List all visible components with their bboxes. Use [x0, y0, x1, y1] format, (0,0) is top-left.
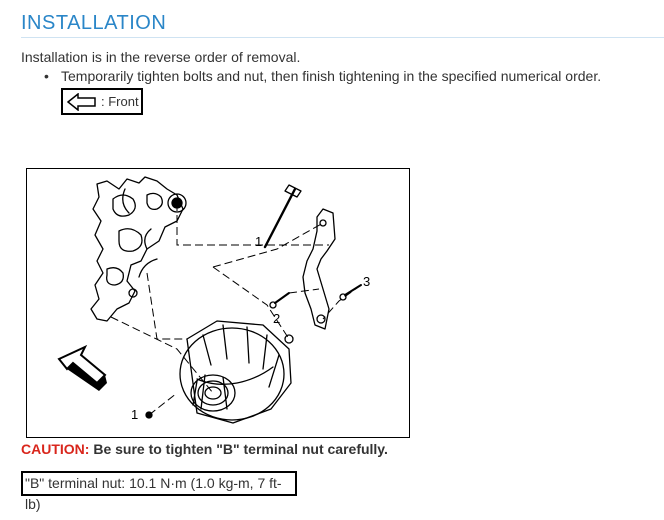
- alternator-illustration: 1 2 3 1: [57, 176, 370, 424]
- caution-label: CAUTION:: [21, 441, 90, 457]
- callout-2: 2: [273, 311, 280, 326]
- callout-3: 3: [363, 274, 370, 289]
- intro-text: Installation is in the reverse order of …: [21, 49, 301, 65]
- installation-diagram: 1 2 3 1: [26, 168, 410, 438]
- callout-1-bottom: 1: [131, 407, 138, 422]
- caution-note: CAUTION: Be sure to tighten "B" terminal…: [21, 441, 388, 457]
- front-legend: : Front: [61, 88, 143, 115]
- front-arrow-icon: [67, 93, 96, 111]
- section-title: INSTALLATION: [21, 12, 167, 34]
- caution-text: Be sure to tighten "B" terminal nut care…: [89, 441, 388, 457]
- callout-1-top: 1: [255, 234, 262, 249]
- front-direction-arrow: [57, 344, 107, 391]
- front-legend-label: : Front: [101, 94, 139, 109]
- bullet-marker: •: [44, 68, 49, 84]
- title-divider: [21, 37, 664, 38]
- bullet-item: Temporarily tighten bolts and nut, then …: [61, 68, 602, 84]
- torque-spec: "B" terminal nut: 10.1 N·m (1.0 kg-m, 7 …: [21, 471, 297, 512]
